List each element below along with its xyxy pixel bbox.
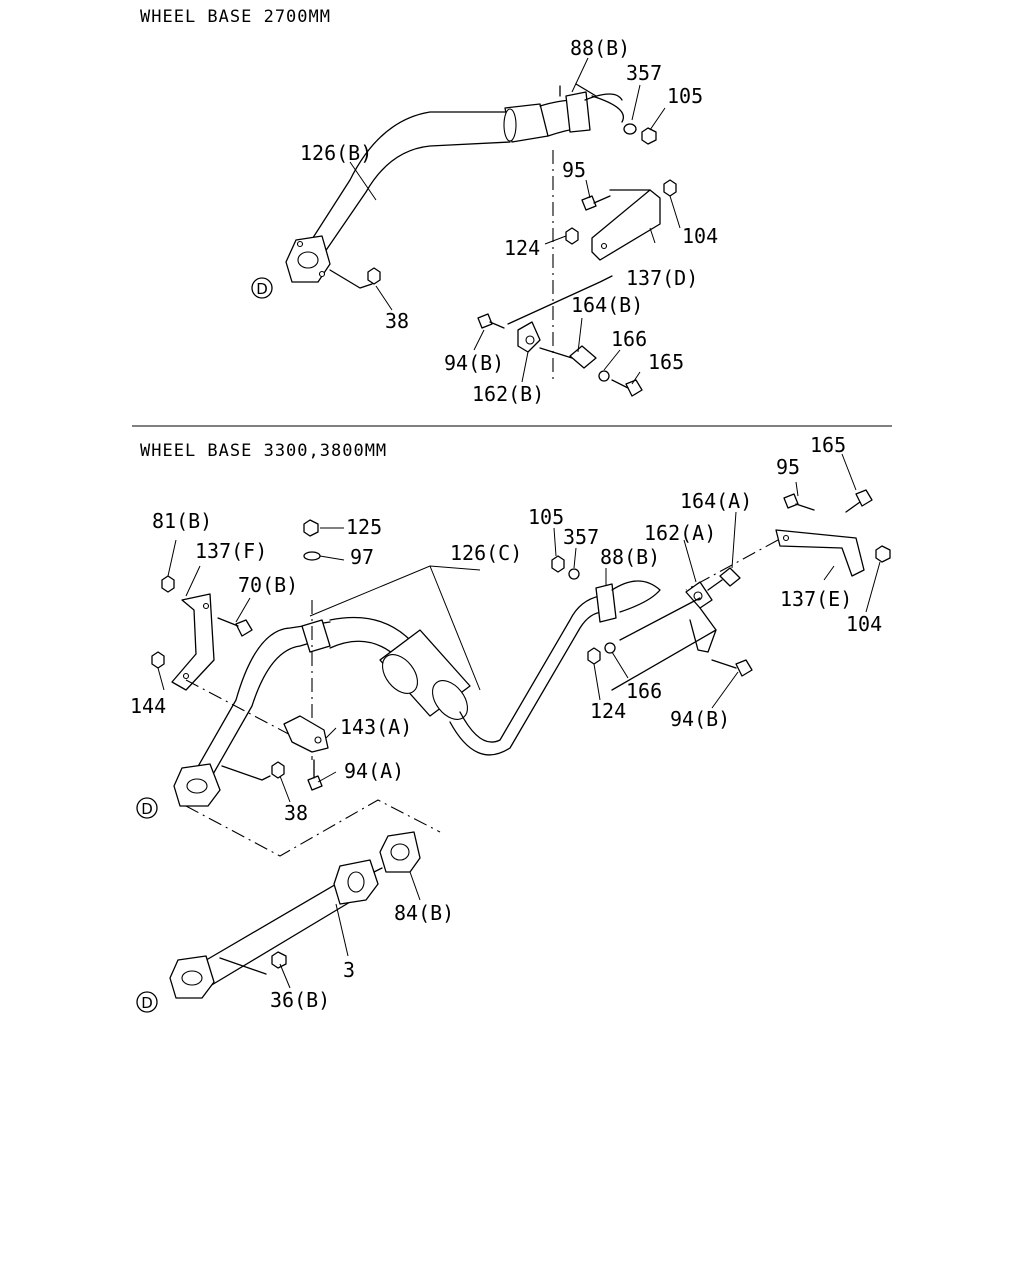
bolt-94b-lower bbox=[735, 659, 753, 677]
callout-357-lower: 357 bbox=[563, 525, 599, 549]
callout-166: 166 bbox=[611, 327, 647, 351]
nut-38-lower bbox=[271, 761, 285, 779]
nut-81b bbox=[161, 575, 175, 593]
nut-104-lower bbox=[875, 545, 891, 563]
marker-d-middle bbox=[136, 797, 158, 819]
nut-105-upper bbox=[641, 127, 657, 145]
callout-357: 357 bbox=[626, 61, 662, 85]
callout-95: 95 bbox=[562, 158, 586, 182]
bolt-94b-upper bbox=[477, 313, 493, 329]
section-title-2700: WHEEL BASE 2700MM bbox=[140, 7, 331, 27]
hanger-143a bbox=[283, 715, 329, 753]
callout-137e: 137(E) bbox=[780, 587, 852, 611]
callout-88b-lower: 88(B) bbox=[600, 545, 660, 569]
clamp-88b-lower bbox=[595, 583, 617, 623]
callout-165-lower: 165 bbox=[810, 433, 846, 457]
callout-137d: 137(D) bbox=[626, 266, 698, 290]
callout-70b: 70(B) bbox=[238, 573, 298, 597]
bolt-95-lower bbox=[783, 493, 799, 509]
callout-81b: 81(B) bbox=[152, 509, 212, 533]
callout-94b-lower: 94(B) bbox=[670, 707, 730, 731]
bracket-137f bbox=[171, 593, 215, 691]
marker-d-lower-label: D bbox=[141, 994, 153, 1012]
marker-d-lower bbox=[136, 991, 158, 1013]
bolt-70b bbox=[235, 619, 253, 637]
callout-97: 97 bbox=[350, 545, 374, 569]
callout-124-lower: 124 bbox=[590, 699, 626, 723]
nut-105-lower bbox=[551, 555, 565, 573]
callout-164b: 164(B) bbox=[571, 293, 643, 317]
callout-137f: 137(F) bbox=[195, 539, 267, 563]
bolt-165-upper bbox=[625, 379, 643, 397]
callout-104-lower: 104 bbox=[846, 612, 882, 636]
callout-164a: 164(A) bbox=[680, 489, 752, 513]
nut-104-upper bbox=[663, 179, 677, 197]
bolt-94a bbox=[307, 775, 323, 791]
nut-38-upper bbox=[367, 267, 381, 285]
callout-143a: 143(A) bbox=[340, 715, 412, 739]
pipe-3 bbox=[195, 875, 361, 987]
pipe-126b bbox=[299, 111, 511, 263]
callout-84b: 84(B) bbox=[394, 901, 454, 925]
callout-94a: 94(A) bbox=[344, 759, 404, 783]
bolt-95-upper bbox=[581, 195, 597, 211]
pipe-126c bbox=[195, 621, 331, 777]
callout-88b: 88(B) bbox=[570, 36, 630, 60]
callout-165: 165 bbox=[648, 350, 684, 374]
nut-124-upper bbox=[565, 227, 579, 245]
spacer-164a bbox=[719, 567, 741, 587]
washer-166-upper bbox=[598, 370, 610, 382]
callout-36b: 36(B) bbox=[270, 988, 330, 1012]
callout-162b: 162(B) bbox=[472, 382, 544, 406]
section-3300-drawing: D D bbox=[136, 453, 891, 1013]
washer-166-lower bbox=[604, 642, 616, 654]
marker-d-upper bbox=[251, 277, 273, 299]
callout-105: 105 bbox=[667, 84, 703, 108]
callout-105-lower: 105 bbox=[528, 505, 564, 529]
marker-d-upper-label: D bbox=[256, 280, 268, 298]
callout-126b: 126(B) bbox=[300, 141, 372, 165]
bracket-137d bbox=[591, 189, 661, 261]
section-title-3300-3800: WHEEL BASE 3300,3800MM bbox=[140, 441, 387, 461]
clamp-upper-ring bbox=[301, 619, 331, 653]
callout-3: 3 bbox=[343, 958, 355, 982]
callout-144: 144 bbox=[130, 694, 166, 718]
callout-166-lower: 166 bbox=[626, 679, 662, 703]
callout-94b: 94(B) bbox=[444, 351, 504, 375]
nut-144 bbox=[151, 651, 165, 669]
nut-125 bbox=[303, 519, 319, 537]
callout-162a: 162(A) bbox=[644, 521, 716, 545]
bracket-137e bbox=[775, 529, 865, 577]
callout-38-lower: 38 bbox=[284, 801, 308, 825]
nut-36b bbox=[271, 951, 287, 969]
nut-124-lower bbox=[587, 647, 601, 665]
clamp-88b-upper bbox=[565, 91, 591, 133]
callout-38: 38 bbox=[385, 309, 409, 333]
callout-125: 125 bbox=[346, 515, 382, 539]
washer-357-lower bbox=[568, 568, 580, 580]
marker-d-middle-label: D bbox=[141, 800, 153, 818]
spacer-164b bbox=[569, 345, 597, 369]
washer-357-upper bbox=[623, 123, 637, 135]
callout-95-lower: 95 bbox=[776, 455, 800, 479]
washer-97 bbox=[303, 551, 321, 561]
section-2700-drawing: D bbox=[251, 57, 681, 397]
callout-124: 124 bbox=[504, 236, 540, 260]
callout-126c: 126(C) bbox=[450, 541, 522, 565]
callout-104: 104 bbox=[682, 224, 718, 248]
